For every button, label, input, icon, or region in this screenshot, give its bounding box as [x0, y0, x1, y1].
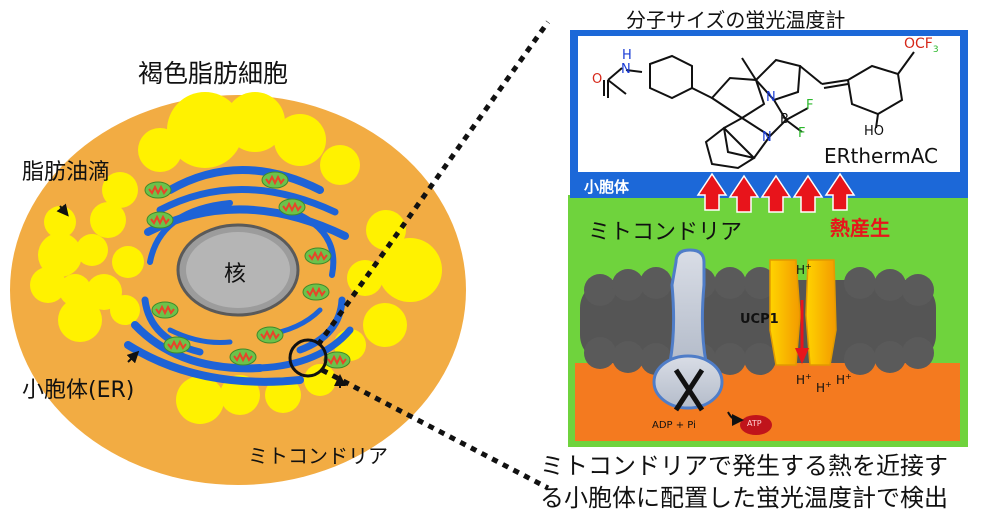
mitochondrion [261, 171, 289, 189]
proton-arrow-head [795, 348, 809, 364]
right-panel [568, 30, 968, 447]
adipocyte [10, 92, 466, 485]
mitochondrion [151, 301, 179, 319]
mitochondrion [256, 326, 284, 344]
lipid-label: 脂肪油滴 [22, 160, 111, 185]
caption-line-2: る小胞体に配置した蛍光温度計で検出 [540, 484, 948, 512]
atom-ocf3: OCF3 [904, 36, 939, 55]
heat-arrow [792, 174, 824, 213]
adipocyte-title: 褐色脂肪細胞 [138, 59, 289, 88]
heat-arrow [696, 172, 728, 211]
atom-boron: B [780, 112, 789, 127]
mitochondrion [144, 181, 172, 199]
zoom-circle [288, 338, 328, 378]
mitochondrion [323, 351, 351, 369]
mitochondrion [229, 348, 257, 366]
heat-arrow [824, 172, 856, 211]
ucp1-label: UCP1 [740, 312, 779, 327]
atom-amide-o: O [592, 72, 603, 87]
nucleus [176, 223, 300, 317]
probe-name: ERthermAC [824, 144, 939, 168]
proton-bottom-2: H+ [816, 380, 832, 395]
er-pointer [126, 350, 140, 364]
atp-arrow [727, 411, 744, 426]
mitochondrion [304, 247, 332, 265]
mitochondrion [146, 211, 174, 229]
er-band-label: 小胞体 [584, 178, 630, 196]
proton-bottom-1: H+ [796, 372, 812, 387]
atp-molecule [740, 415, 772, 435]
atp-synthase [652, 248, 724, 412]
er-label: 小胞体(ER) [22, 378, 135, 403]
mito-label-left: ミトコンドリア [248, 444, 388, 468]
nucleus-label: 核 [224, 262, 247, 287]
heat-arrows [696, 172, 856, 213]
heat-arrow [728, 174, 760, 213]
atom-f1: F [806, 98, 814, 113]
adp-label: ADP + Pi [652, 420, 696, 431]
mitochondrion [163, 336, 191, 354]
mito-label-right: ミトコンドリア [588, 220, 743, 245]
atom-n2: N [762, 130, 772, 145]
heat-arrow [760, 174, 792, 213]
ucp1-channel [769, 259, 837, 366]
atp-label: ATP [747, 419, 762, 428]
mitochondrion [302, 283, 330, 301]
caption-line-1: ミトコンドリアで発生する熱を近接す [540, 452, 948, 480]
lipid-pointer [56, 203, 69, 217]
atom-ho: HO [864, 124, 885, 139]
proton-top: H+ [796, 262, 812, 277]
atom-amide-n: N [621, 62, 631, 77]
atom-f2: F [798, 126, 806, 141]
atom-n1: N [766, 90, 776, 105]
atom-amide-h: H [622, 48, 632, 63]
thermometer-title: 分子サイズの蛍光温度計 [626, 8, 846, 32]
proton-bottom-3: H+ [836, 372, 852, 387]
mitochondrion [278, 198, 306, 216]
heat-label: 熱産生 [830, 216, 890, 240]
ertherm-molecule [603, 51, 915, 170]
inner-membrane [580, 267, 936, 375]
